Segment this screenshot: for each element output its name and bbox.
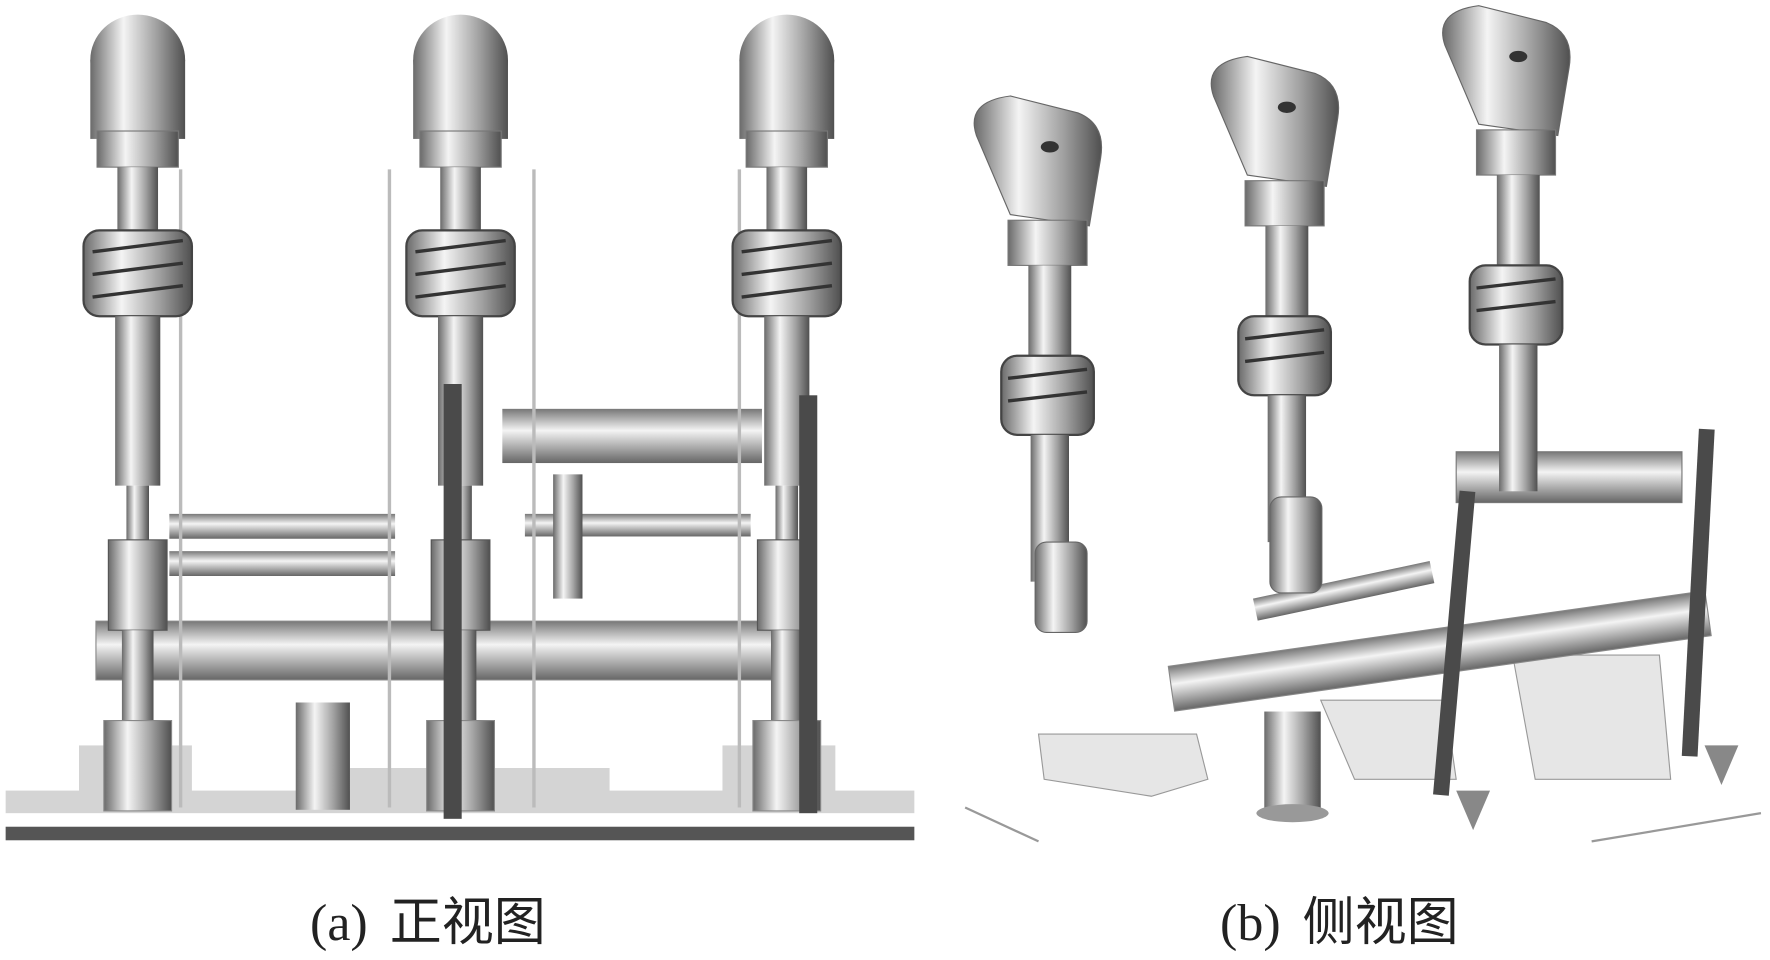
caption-front-view: (a) 正视图: [310, 880, 568, 955]
panel-caption-b: 侧视图: [1302, 895, 1459, 952]
panel-label-b: (b): [1220, 895, 1281, 952]
caption-side-view: (b) 侧视图: [1220, 880, 1481, 955]
panel-caption-a: 正视图: [389, 895, 546, 952]
front-view-render: [5, 12, 915, 841]
panel-label-a: (a): [310, 895, 368, 952]
side-view-render: [964, 3, 1762, 843]
